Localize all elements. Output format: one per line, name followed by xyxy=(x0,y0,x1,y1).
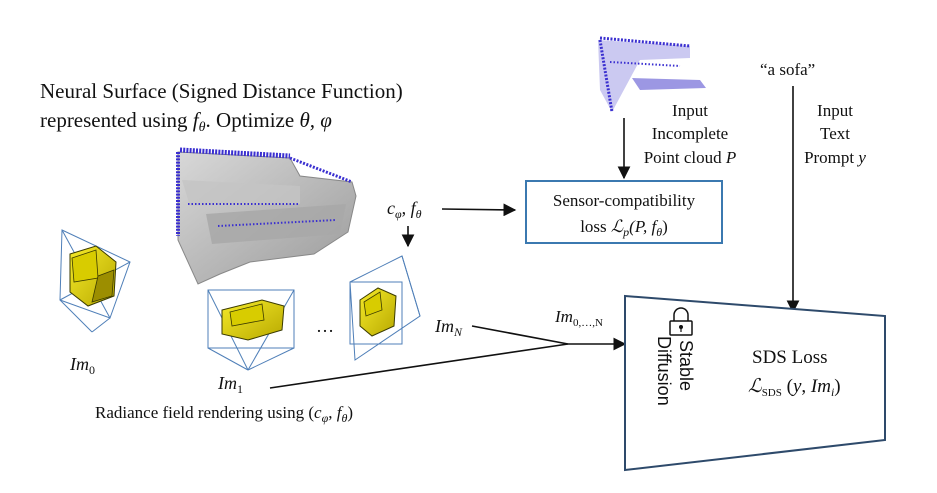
arrow-imN-merge xyxy=(471,325,569,345)
rendering-caption: Radiance field rendering using (cφ, fθ) xyxy=(95,403,353,425)
label-im1: Im1 xyxy=(217,373,243,396)
svg-text:Input: Input xyxy=(672,101,708,120)
sds-loss-title: SDS Loss xyxy=(752,347,828,368)
sensor-loss-title: Sensor-compatibility xyxy=(553,191,696,210)
label-im0: Im0 xyxy=(69,354,95,377)
camera-params-label: cφ, fθ xyxy=(387,198,422,221)
svg-text:Input: Input xyxy=(817,101,853,120)
lock-icon xyxy=(669,307,693,336)
view-imN-frustum xyxy=(349,255,421,361)
view-im1-frustum xyxy=(207,289,295,371)
stable-diffusion-label: Stable Diffusion xyxy=(654,336,696,406)
svg-text:Prompt y: Prompt y xyxy=(804,148,866,167)
point-cloud-input-label: Input Incomplete Point cloud P xyxy=(644,101,737,167)
text-prompt-quote: “a sofa” xyxy=(760,60,815,79)
label-im-combined: Im0,…,N xyxy=(554,307,603,329)
text-prompt-label: Input Text Prompt y xyxy=(804,101,866,167)
sensor-loss-box xyxy=(525,180,723,244)
view-im0-frustum xyxy=(59,229,131,333)
sds-block xyxy=(624,294,886,472)
label-imN: ImN xyxy=(434,316,463,339)
heading-line-2: represented using fθ. Optimize θ, φ xyxy=(40,108,332,135)
heading-line-1: Neural Surface (Signed Distance Function… xyxy=(40,79,403,103)
svg-text:Diffusion: Diffusion xyxy=(654,336,674,406)
svg-text:Point cloud P: Point cloud P xyxy=(644,148,737,167)
svg-text:Text: Text xyxy=(820,124,850,143)
svg-text:Stable: Stable xyxy=(676,340,696,391)
input-point-cloud xyxy=(598,36,706,113)
svg-text:Incomplete: Incomplete xyxy=(652,124,728,143)
arrow-im1-merge xyxy=(269,343,569,389)
arrow-params-to-loss xyxy=(441,203,517,217)
views-ellipsis: … xyxy=(316,316,334,336)
sensor-loss-formula: loss ℒp(P, fθ) xyxy=(580,217,668,239)
sds-loss-formula: ℒSDS (y, Imi) xyxy=(748,376,841,399)
sofa-mesh-3d xyxy=(176,147,357,285)
